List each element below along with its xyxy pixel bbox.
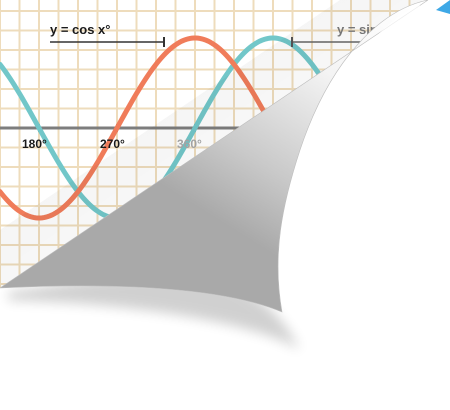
corner-accent bbox=[436, 0, 450, 14]
tick-label-270: 270° bbox=[100, 137, 125, 151]
tick-label-180: 180° bbox=[22, 137, 47, 151]
page-curl bbox=[0, 0, 429, 313]
cos-legend-label: y = cos x° bbox=[50, 22, 111, 37]
cos-legend: y = cos x° bbox=[50, 22, 165, 47]
curl-highlight bbox=[293, 4, 421, 301]
